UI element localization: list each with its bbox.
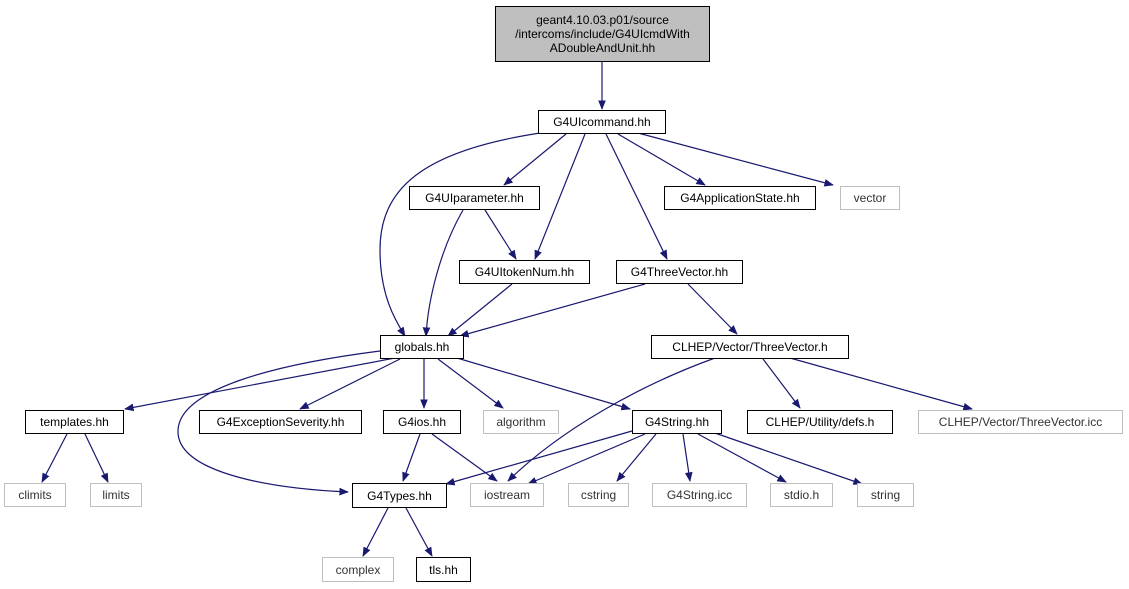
edge-ios-g4types (402, 433, 421, 482)
node-root-label: geant4.10.03.p01/source /intercoms/inclu… (515, 13, 690, 55)
node-cstring[interactable]: cstring (568, 483, 629, 507)
edge-g4string-string (711, 431, 863, 485)
node-g4types[interactable]: G4Types.hh (352, 483, 447, 508)
node-clhep-utility-defs[interactable]: CLHEP/Utility/defs.h (747, 410, 893, 434)
edge-uicommand-globals (379, 131, 548, 337)
edge-globals-exception (299, 358, 401, 410)
edge-uiparameter-uitokennum (484, 209, 517, 260)
edge-uicommand-threevector (605, 133, 668, 260)
edge-ios-iostream (431, 433, 498, 482)
node-string[interactable]: string (857, 483, 914, 507)
node-label: limits (102, 488, 130, 502)
node-label: globals.hh (394, 340, 450, 354)
edge-g4types-complex (362, 507, 389, 557)
node-g4uiparameter[interactable]: G4UIparameter.hh (409, 186, 540, 210)
edge-uiparameter-globals (422, 209, 464, 337)
node-label: algorithm (496, 415, 546, 429)
node-label: stdio.h (783, 488, 820, 502)
node-globals[interactable]: globals.hh (380, 335, 464, 359)
edge-globals-g4string (456, 357, 631, 411)
edge-g4string-iostream (527, 433, 646, 485)
edge-templates-climits (41, 433, 68, 483)
node-label: climits (18, 488, 52, 502)
node-label: CLHEP/Vector/ThreeVector.h (672, 340, 828, 354)
node-label: G4String.icc (666, 488, 733, 502)
node-label: CLHEP/Vector/ThreeVector.icc (938, 415, 1103, 429)
edge-uicommand-uiparameter (503, 133, 567, 186)
node-templates[interactable]: templates.hh (25, 410, 124, 434)
edge-globals-templates (124, 357, 396, 412)
node-label: tls.hh (429, 562, 458, 577)
node-label: G4String.hh (644, 415, 710, 429)
edge-g4string-stdio (697, 433, 787, 483)
edge-threevector-clhep (687, 283, 738, 335)
node-root-file[interactable]: geant4.10.03.p01/source /intercoms/inclu… (495, 6, 710, 62)
edge-uicommand-appstate (617, 133, 706, 186)
node-label: vector (853, 191, 887, 205)
node-label: templates.hh (40, 415, 109, 429)
edge-uitokennum-globals (447, 283, 513, 337)
node-clhep-threevector-icc[interactable]: CLHEP/Vector/ThreeVector.icc (918, 410, 1123, 434)
edge-g4types-tls (405, 507, 433, 557)
node-complex[interactable]: complex (322, 557, 394, 582)
node-label: G4ExceptionSeverity.hh (216, 415, 345, 429)
node-g4threevector[interactable]: G4ThreeVector.hh (616, 260, 743, 284)
edge-threevector-globals (459, 283, 646, 338)
node-clhep-threevector-h[interactable]: CLHEP/Vector/ThreeVector.h (651, 335, 849, 359)
edge-uicommand-uitokennum (534, 133, 586, 260)
node-g4uitokennum[interactable]: G4UItokenNum.hh (459, 260, 590, 284)
edge-g4string-cstring (616, 433, 657, 482)
node-label: G4UItokenNum.hh (474, 265, 575, 279)
node-g4applicationstate[interactable]: G4ApplicationState.hh (664, 186, 816, 210)
edge-clhep-icc (789, 357, 973, 411)
node-label: G4ThreeVector.hh (630, 265, 729, 279)
node-label: cstring (580, 488, 617, 502)
node-g4uicommand[interactable]: G4UIcommand.hh (538, 110, 666, 134)
node-label: complex (335, 562, 381, 577)
node-label: CLHEP/Utility/defs.h (765, 415, 875, 429)
node-label: iostream (483, 488, 530, 502)
node-label: G4Types.hh (367, 488, 432, 503)
node-tls[interactable]: tls.hh (416, 557, 471, 582)
edge-g4string-g4stringicc (682, 433, 693, 482)
edge-uicommand-vector (637, 132, 834, 187)
node-label: string (870, 488, 901, 502)
node-climits[interactable]: climits (4, 483, 66, 507)
node-g4string[interactable]: G4String.hh (632, 410, 722, 434)
node-label: G4ApplicationState.hh (680, 191, 800, 205)
node-algorithm[interactable]: algorithm (483, 410, 559, 434)
edge-g4string-g4types (445, 430, 633, 486)
node-iostream[interactable]: iostream (470, 483, 544, 507)
node-vector[interactable]: vector (840, 186, 900, 210)
node-g4ios[interactable]: G4ios.hh (383, 410, 461, 434)
node-stdio[interactable]: stdio.h (770, 483, 833, 507)
edge-clhep-defs (762, 358, 801, 409)
node-limits[interactable]: limits (90, 483, 142, 507)
edge-clhep-iostream (507, 357, 716, 482)
edge-globals-g4types (177, 350, 381, 496)
node-g4exceptionseverity[interactable]: G4ExceptionSeverity.hh (199, 410, 362, 434)
node-g4string-icc[interactable]: G4String.icc (652, 483, 747, 507)
edge-templates-limits (84, 433, 109, 483)
node-label: G4UIcommand.hh (553, 115, 651, 129)
edge-globals-algorithm (437, 358, 504, 409)
node-label: G4UIparameter.hh (425, 191, 524, 205)
node-label: G4ios.hh (397, 415, 447, 429)
